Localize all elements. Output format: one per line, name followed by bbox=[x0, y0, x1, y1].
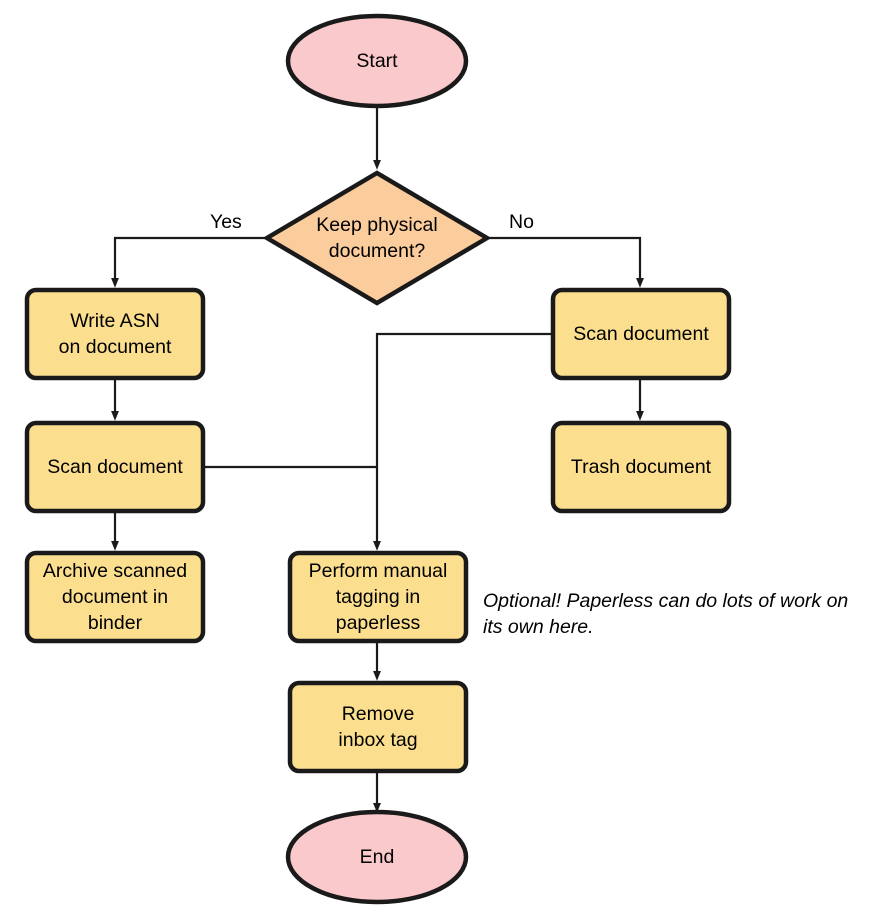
optional-note: Optional! Paperless can do lots of work … bbox=[483, 590, 849, 638]
node-remove-inbox[interactable] bbox=[287, 680, 469, 774]
node-trash[interactable] bbox=[550, 420, 732, 514]
edge-decision-yes-to-write-asn bbox=[111, 236, 267, 288]
node-manual-tagging[interactable] bbox=[287, 550, 469, 644]
node-scan-right[interactable] bbox=[550, 287, 732, 381]
node-archive[interactable] bbox=[24, 550, 206, 644]
edge-decision-no-to-scan-right bbox=[487, 236, 644, 288]
edge-label-yes: Yes bbox=[210, 211, 242, 233]
node-start[interactable] bbox=[285, 13, 469, 109]
node-end[interactable] bbox=[285, 809, 469, 905]
edge-scan-right-to-manual-tagging bbox=[373, 332, 553, 551]
node-scan-left[interactable] bbox=[24, 420, 206, 514]
node-write-asn[interactable] bbox=[24, 287, 206, 381]
node-decision[interactable] bbox=[262, 170, 492, 306]
edge-label-no: No bbox=[509, 211, 534, 233]
connectors bbox=[111, 106, 644, 813]
